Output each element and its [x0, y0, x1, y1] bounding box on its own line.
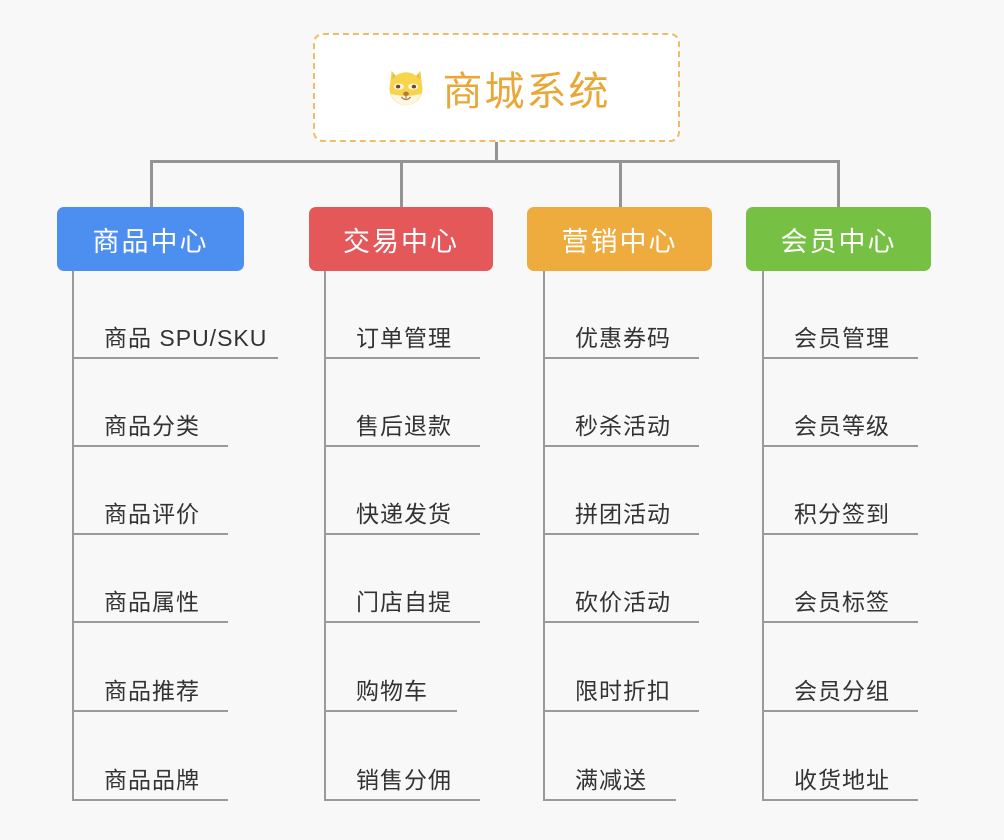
leaf-label: 砍价活动 [575, 588, 671, 615]
branch-label-4: 会员中心 [780, 226, 897, 257]
leaf-item[interactable]: 拼团活动 [543, 447, 699, 535]
connector-drop-4 [837, 160, 840, 208]
branch-node-4[interactable]: 会员中心 [746, 207, 931, 271]
leaf-item[interactable]: 售后退款 [324, 359, 480, 447]
leaf-label: 会员标签 [794, 588, 890, 615]
leaf-label: 收货地址 [794, 766, 890, 793]
leaf-label: 购物车 [356, 677, 428, 704]
leaf-label: 售后退款 [356, 412, 452, 439]
connector-drop-2 [400, 160, 403, 208]
leaf-label: 优惠券码 [575, 324, 671, 351]
column-spine-1 [72, 271, 74, 801]
leaf-item[interactable]: 满减送 [543, 712, 676, 801]
leaf-item[interactable]: 会员分组 [762, 623, 918, 712]
connector-horizontal-bus [150, 160, 840, 163]
leaf-item[interactable]: 砍价活动 [543, 535, 699, 623]
leaf-item[interactable]: 限时折扣 [543, 623, 699, 712]
branch-node-2[interactable]: 交易中心 [309, 207, 493, 271]
leaf-item[interactable]: 会员管理 [762, 271, 918, 359]
leaf-label: 销售分佣 [356, 766, 452, 793]
shiba-dog-face-icon [383, 65, 429, 111]
connector-root-stem [495, 142, 498, 163]
leaf-item[interactable]: 积分签到 [762, 447, 918, 535]
leaf-item[interactable]: 会员标签 [762, 535, 918, 623]
leaf-item[interactable]: 秒杀活动 [543, 359, 699, 447]
leaf-item[interactable]: 商品 SPU/SKU [72, 271, 278, 359]
root-node[interactable]: 商城系统 [313, 33, 680, 142]
leaf-label: 会员分组 [794, 677, 890, 704]
leaf-label: 秒杀活动 [575, 412, 671, 439]
leaf-label: 商品属性 [104, 588, 200, 615]
branch-node-1[interactable]: 商品中心 [57, 207, 244, 271]
connector-drop-3 [619, 160, 622, 208]
leaf-item[interactable]: 商品评价 [72, 447, 228, 535]
leaf-item[interactable]: 收货地址 [762, 712, 918, 801]
leaf-item[interactable]: 会员等级 [762, 359, 918, 447]
connector-drop-1 [150, 160, 153, 208]
leaf-label: 拼团活动 [575, 500, 671, 527]
branch-label-1: 商品中心 [92, 226, 209, 257]
leaf-item[interactable]: 商品推荐 [72, 623, 228, 712]
column-spine-2 [324, 271, 326, 801]
leaf-label: 快递发货 [356, 500, 452, 527]
leaf-label: 商品推荐 [104, 677, 200, 704]
leaf-label: 会员等级 [794, 412, 890, 439]
branch-label-3: 营销中心 [561, 226, 678, 257]
leaf-item[interactable]: 快递发货 [324, 447, 480, 535]
leaf-item[interactable]: 商品分类 [72, 359, 228, 447]
leaf-item[interactable]: 销售分佣 [324, 712, 480, 801]
leaf-label: 商品分类 [104, 412, 200, 439]
leaf-item[interactable]: 订单管理 [324, 271, 480, 359]
leaf-item[interactable]: 购物车 [324, 623, 457, 712]
branch-label-2: 交易中心 [343, 226, 459, 257]
root-title: 商城系统 [442, 69, 611, 114]
leaf-label: 积分签到 [794, 500, 890, 527]
leaf-label: 限时折扣 [575, 677, 671, 704]
leaf-label: 商品 SPU/SKU [104, 324, 268, 351]
leaf-label: 满减送 [575, 766, 647, 793]
column-spine-4 [762, 271, 764, 801]
leaf-label: 会员管理 [794, 324, 890, 351]
leaf-item[interactable]: 商品属性 [72, 535, 228, 623]
leaf-label: 商品评价 [104, 500, 200, 527]
leaf-label: 门店自提 [356, 588, 452, 615]
leaf-item[interactable]: 优惠券码 [543, 271, 699, 359]
branch-node-3[interactable]: 营销中心 [527, 207, 712, 271]
leaf-item[interactable]: 商品品牌 [72, 712, 228, 801]
leaf-label: 订单管理 [356, 324, 452, 351]
leaf-label: 商品品牌 [104, 766, 200, 793]
column-spine-3 [543, 271, 545, 801]
leaf-item[interactable]: 门店自提 [324, 535, 480, 623]
